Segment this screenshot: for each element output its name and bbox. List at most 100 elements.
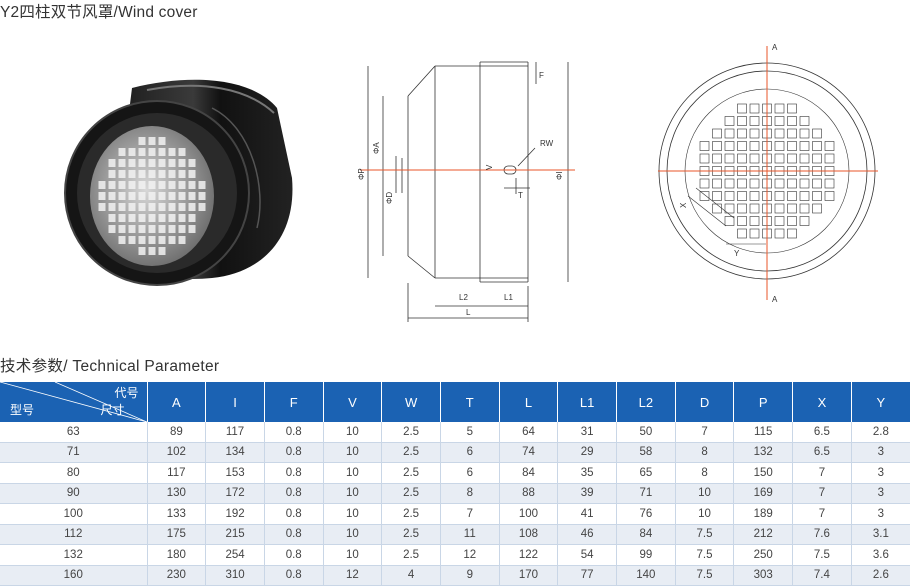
value-cell: 7.6	[792, 524, 852, 545]
value-cell: 5	[440, 422, 500, 443]
grille-opening	[138, 192, 146, 200]
grille-opening	[138, 159, 146, 167]
grille-opening	[108, 225, 116, 233]
dimension-label: X	[679, 202, 688, 208]
value-cell: 170	[499, 565, 559, 586]
grid-hole	[824, 191, 835, 201]
value-cell: 2.5	[381, 483, 441, 504]
grid-hole	[812, 141, 822, 151]
grille-opening	[128, 203, 136, 211]
grid-hole	[749, 128, 760, 139]
value-cell: 7	[675, 422, 735, 443]
grid-hole	[737, 178, 747, 189]
grille-opening	[158, 159, 166, 167]
column-header: L2	[616, 382, 676, 422]
grille-opening	[148, 247, 156, 255]
value-cell: 134	[205, 442, 265, 463]
grid-hole	[799, 216, 810, 226]
value-cell: 130	[147, 483, 207, 504]
grille-opening	[108, 181, 116, 189]
value-cell: 2.5	[381, 503, 441, 525]
grille-opening	[128, 236, 136, 244]
value-cell: 10	[323, 503, 383, 525]
grille-opening	[128, 192, 136, 200]
grille-opening	[158, 192, 166, 200]
value-cell: 100	[499, 503, 559, 525]
value-cell: 64	[499, 422, 559, 443]
grid-hole	[774, 116, 785, 126]
grid-hole	[749, 116, 760, 126]
value-cell: 2.6	[851, 565, 910, 586]
value-cell: 7	[792, 503, 852, 525]
grille-opening	[178, 148, 186, 156]
grille-opening	[148, 159, 156, 167]
dimension-label: A	[772, 43, 778, 52]
grille-opening	[158, 148, 166, 156]
grid-hole	[774, 228, 785, 239]
grid-hole	[749, 216, 760, 226]
value-cell: 10	[323, 422, 383, 443]
grille-opening	[168, 159, 176, 167]
grid-hole	[824, 153, 835, 164]
wind-cover-photo	[64, 79, 293, 286]
grille-opening	[128, 148, 136, 156]
grille-opening	[108, 170, 116, 178]
column-header: Y	[851, 382, 910, 422]
value-cell: 192	[205, 503, 265, 525]
value-cell: 0.8	[264, 503, 324, 525]
grille-opening	[108, 192, 116, 200]
grid-hole	[812, 191, 822, 201]
grid-hole	[749, 153, 760, 164]
value-cell: 7.5	[675, 544, 735, 566]
grille-opening	[188, 170, 196, 178]
grille-opening	[158, 236, 166, 244]
grille-opening	[188, 225, 196, 233]
value-cell: 0.8	[264, 462, 324, 484]
grille-opening	[118, 225, 126, 233]
grille-opening	[138, 148, 146, 156]
model-cell: 71	[0, 442, 148, 463]
value-cell: 74	[499, 442, 559, 463]
value-cell: 12	[440, 544, 500, 566]
grille-opening	[148, 181, 156, 189]
grille-opening	[98, 203, 106, 211]
page-title: Y2四柱双节风罩/Wind cover	[0, 4, 198, 21]
value-cell: 10	[323, 442, 383, 463]
section-title: 技术参数/ Technical Parameter	[0, 358, 220, 375]
grille-opening	[148, 225, 156, 233]
corner-size-label: 尺寸	[100, 403, 125, 417]
value-cell: 10	[323, 483, 383, 504]
grid-hole	[712, 191, 722, 201]
grille-opening	[178, 181, 186, 189]
grid-hole	[774, 191, 785, 201]
grille-opening	[98, 181, 106, 189]
grille-opening	[188, 192, 196, 200]
value-cell: 10	[323, 544, 383, 566]
value-cell: 175	[147, 524, 207, 545]
grid-hole	[787, 228, 797, 239]
column-header: D	[675, 382, 735, 422]
grid-hole	[774, 178, 785, 189]
grid-hole	[724, 128, 735, 139]
grille-opening	[128, 159, 136, 167]
value-cell: 84	[616, 524, 676, 545]
value-cell: 150	[733, 462, 794, 484]
column-header: W	[381, 382, 441, 422]
corner-code-label: 代号	[114, 386, 139, 400]
grille-opening	[168, 170, 176, 178]
value-cell: 84	[499, 462, 559, 484]
grid-hole	[787, 216, 797, 226]
value-cell: 3	[851, 483, 910, 504]
value-cell: 2.5	[381, 422, 441, 443]
grid-hole	[724, 203, 735, 214]
grid-hole	[787, 178, 797, 189]
column-header: L1	[557, 382, 617, 422]
value-cell: 54	[557, 544, 617, 566]
value-cell: 2.5	[381, 442, 441, 463]
grid-hole	[824, 141, 835, 151]
grille-opening	[108, 203, 116, 211]
